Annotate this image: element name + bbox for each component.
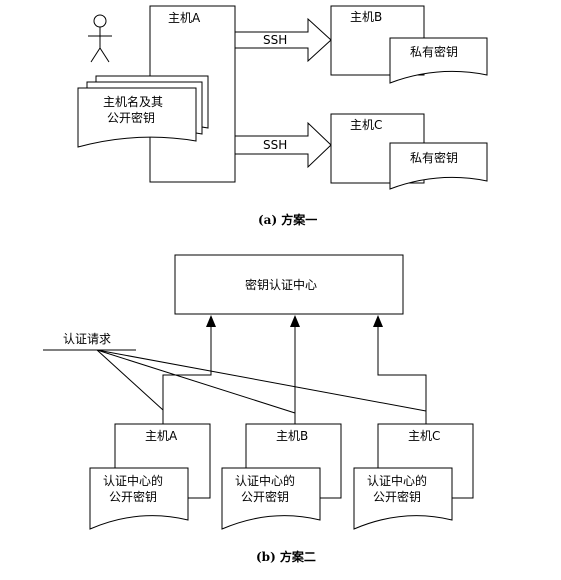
ssh-label-bottom: SSH (263, 138, 287, 152)
public-key-b-line-1: 认证中心的 (235, 473, 295, 488)
private-key-b-label: 私有密钥 (410, 44, 458, 59)
private-key-c-document (389, 142, 488, 190)
scheme-a-caption: (a) 方案一 (258, 212, 317, 227)
public-key-b-line-2: 公开密钥 (241, 489, 289, 504)
auth-request-lines (43, 349, 427, 414)
scheme-a: 主机A 主机名及其 公开密钥 SSH SSH 主机B 私有密钥 主机C 私有密钥… (77, 5, 488, 227)
auth-center-label: 密钥认证中心 (245, 277, 317, 292)
hostname-publickey-document-stack (77, 75, 209, 148)
public-key-c-line-2: 公开密钥 (373, 489, 421, 504)
public-key-document-a (89, 467, 189, 530)
private-key-c-label: 私有密钥 (410, 150, 458, 165)
host-c-label: 主机C (350, 118, 382, 132)
host-c-label-b: 主机C (408, 429, 440, 443)
scheme-b-caption: (b) 方案二 (256, 549, 316, 564)
auth-arrows (162, 315, 427, 424)
host-a-label: 主机A (168, 11, 201, 25)
host-b-label-b: 主机B (276, 429, 308, 443)
public-key-c-line-1: 认证中心的 (367, 473, 427, 488)
ssh-label-top: SSH (263, 33, 287, 47)
user-figure-icon (88, 14, 112, 63)
public-key-document-c (353, 467, 453, 530)
host-a-label-b: 主机A (145, 429, 178, 443)
host-b-label: 主机B (350, 10, 382, 24)
public-key-document-b (221, 467, 321, 530)
hostname-publickey-line-1: 主机名及其 (103, 94, 163, 109)
scheme-b: 密钥认证中心 认证请求 主机A 认证中心的 公开密钥 主机B 认证中心的 公 (43, 254, 474, 564)
public-key-a-line-1: 认证中心的 (103, 473, 163, 488)
ssh-arrow-top (234, 17, 332, 63)
auth-request-label: 认证请求 (63, 332, 111, 346)
auth-center-box (174, 254, 404, 315)
hostname-publickey-line-2: 公开密钥 (107, 110, 155, 125)
ssh-arrow-bottom (234, 121, 332, 169)
public-key-a-line-2: 公开密钥 (109, 489, 157, 504)
private-key-b-document (389, 37, 488, 84)
